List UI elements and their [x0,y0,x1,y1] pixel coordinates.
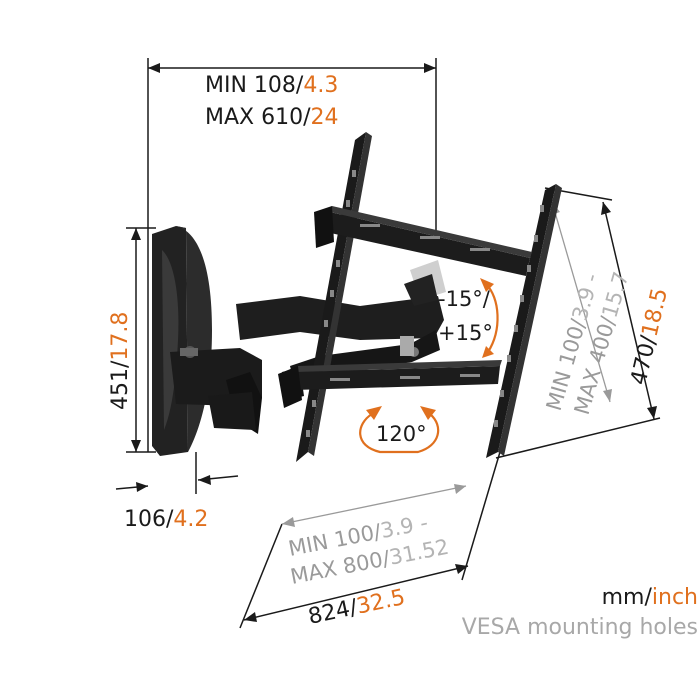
swivel-arrow [359,413,440,454]
arrowhead [424,63,436,73]
vesa-horizontal-min-label: MIN 100/3.9 - [286,510,429,561]
arrowhead [601,202,611,215]
arrowhead [647,406,657,419]
tv-bracket [278,132,562,462]
extension-min-label: MIN 108/4.3 [205,73,338,98]
bracket-width-ext-left [239,523,283,629]
tilt-head [404,260,446,306]
bracket-width-ext-right [461,451,501,581]
arrowhead [244,612,257,622]
arrowheads [131,63,657,622]
depth-label: 106/4.2 [124,507,208,532]
bracket-width-label: 824/32.5 [306,585,407,630]
vesa-arrowheads [282,202,612,527]
arrowhead [482,346,494,358]
vesa-dimension-lines [281,201,611,525]
arrowhead [198,475,211,485]
tilt-down-label: +15° [438,321,493,345]
arrowhead [282,517,295,527]
swivel-label: 120° [376,422,427,446]
tilt-arrow-heads [480,278,494,358]
vesa-note: VESA mounting holes [462,615,698,640]
swivel-arrow-heads [366,406,436,420]
arrowhead [603,389,612,402]
vesa-vertical-dim-line [551,201,611,403]
arrowhead [455,564,468,574]
tv-mount-illustration [152,132,562,462]
bracket-width-dim-line [243,565,469,621]
arrowhead [131,228,141,240]
arrowhead [480,278,494,292]
extension-max-label: MAX 610/24 [205,105,339,130]
bracket-height-dim-line [602,201,655,420]
wallplate-height-label: 451/17.8 [108,312,133,410]
tilt-up-label: -15°/ [438,287,491,311]
vesa-horizontal-dim-line [281,485,467,525]
arrowhead [148,63,160,73]
units-legend: mm/inch [602,585,698,610]
wall-plate [152,226,212,456]
arrowhead [454,484,466,494]
arrowhead [131,440,141,452]
arrowhead [420,406,436,420]
bracket-height-ext-bottom [495,417,661,459]
swing-arm [170,296,444,434]
arrowhead [366,406,382,420]
arrowhead [136,482,148,492]
rail-holes [306,170,544,437]
bracket-height-label: 470/18.5 [626,286,672,387]
